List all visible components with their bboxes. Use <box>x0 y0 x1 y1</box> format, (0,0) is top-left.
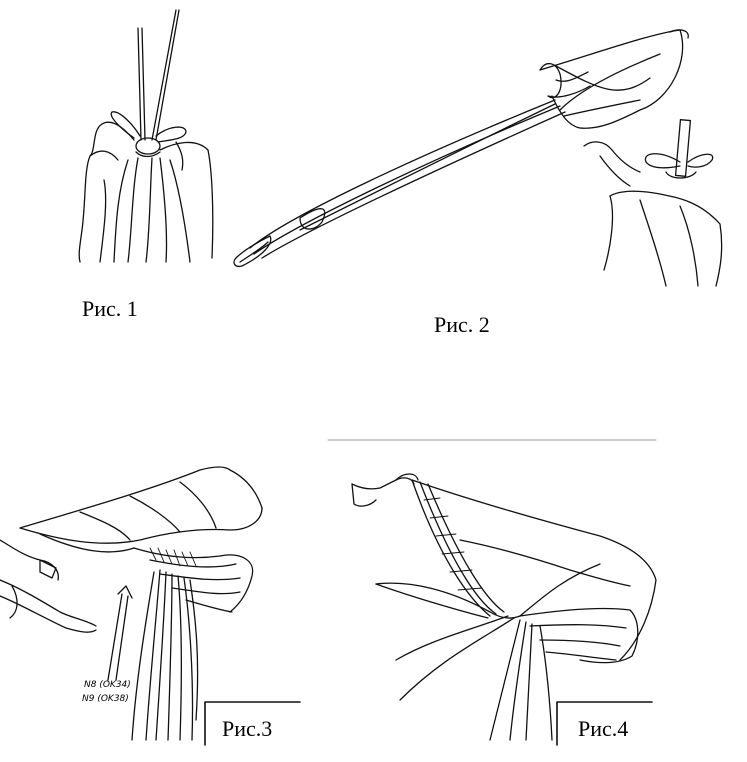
figure-3-drawing <box>0 467 262 740</box>
figure-3-caption-bracket <box>205 702 300 745</box>
figure-3-callout-n8: N8 (OK34) <box>84 680 131 690</box>
figure-4-drawing <box>352 474 656 740</box>
figure-4-caption-bracket <box>557 702 652 745</box>
figure-2-caption: Рис. 2 <box>434 312 490 337</box>
figure-3-callout-n9: N9 (OK38) <box>82 694 129 704</box>
figure-3-caption: Рис.3 <box>222 716 273 741</box>
figure-2-drawing <box>234 30 722 286</box>
figure-4-caption: Рис.4 <box>578 716 629 741</box>
figure-1-drawing <box>79 10 213 262</box>
figure-1-caption: Рис. 1 <box>82 296 138 321</box>
